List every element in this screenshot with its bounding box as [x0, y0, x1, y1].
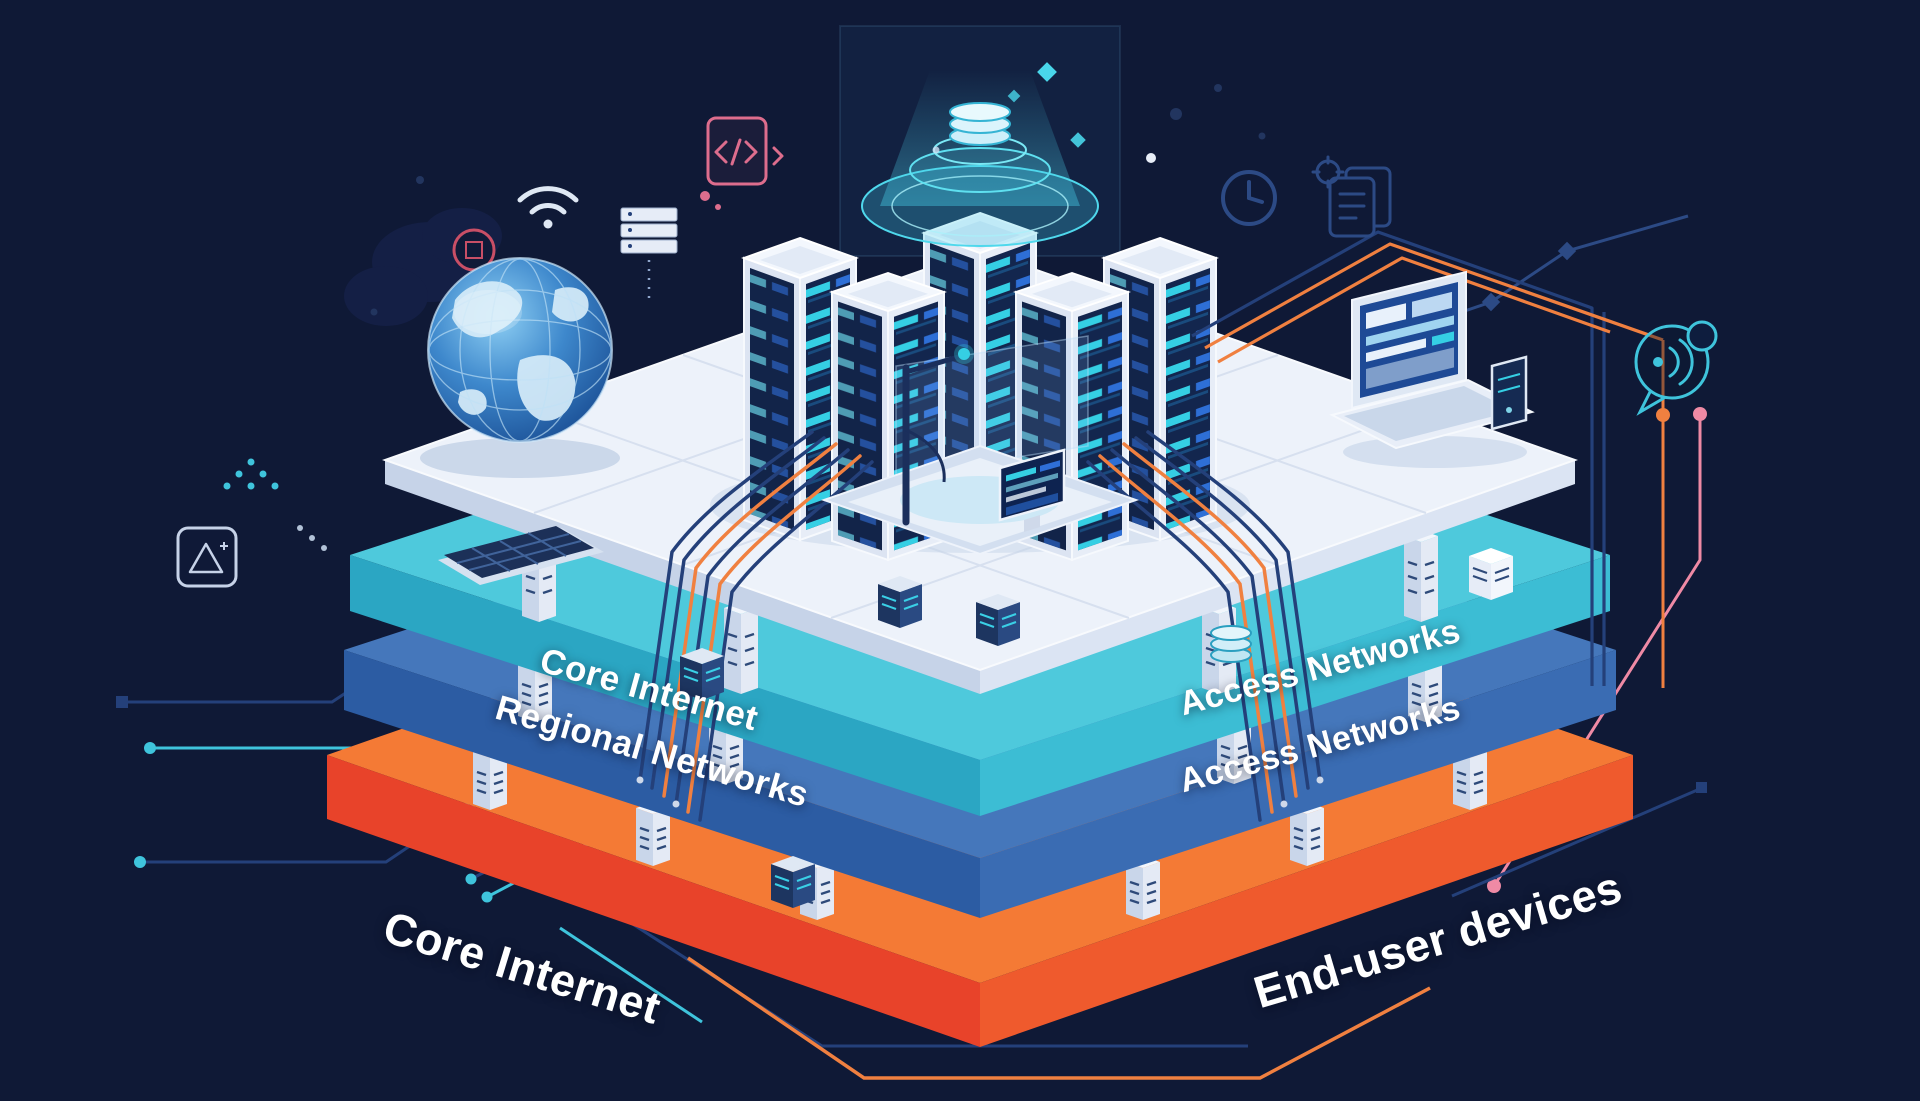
wifi-icon [517, 186, 579, 229]
monitor-icon [998, 448, 1066, 532]
left-teal-node [144, 742, 156, 754]
code-document-icon [706, 116, 784, 186]
gear-document-icon [1311, 155, 1392, 238]
prism-box-icon [176, 526, 238, 588]
chat-audio-icon [1634, 320, 1718, 416]
signal-pole [902, 344, 974, 526]
cable-bundle-left [636, 430, 874, 822]
globe-icon [427, 257, 613, 443]
right-navy-line [1451, 786, 1703, 898]
mini-server-icon [770, 855, 816, 909]
pink-node-bottom [1487, 879, 1501, 893]
globe-shadow [420, 438, 620, 478]
server-stack-icon [620, 207, 678, 302]
bottom-teal-line [559, 926, 703, 1024]
left-navy-node [116, 696, 128, 708]
cable-bundle-right [1086, 430, 1324, 822]
overhead-orange-lines [1191, 230, 1664, 686]
laptop-shadow [1343, 436, 1527, 468]
orange-node [1656, 408, 1670, 422]
globe-group [344, 208, 613, 443]
pink-node-top [1693, 407, 1707, 421]
mini-server-icon-light [1468, 547, 1514, 601]
smartphone-icon [1490, 355, 1528, 431]
clock-icon [1221, 170, 1277, 226]
hologram-icon [861, 70, 1099, 247]
mini-server-icon [877, 575, 923, 629]
left-lower-teal-node [134, 856, 146, 868]
bottom-orange-line [687, 956, 1431, 1080]
bottom-navy-line [613, 910, 1248, 1048]
laptop-icon [1329, 270, 1535, 450]
keyboard-icon [438, 526, 604, 585]
control-dais [820, 335, 1140, 647]
decor-network-lines [116, 214, 1707, 1080]
mini-server-icon [975, 593, 1021, 647]
signal-dots-icon-2 [297, 525, 327, 551]
signal-dots-icon [223, 458, 279, 490]
disc-stack-icon [1210, 625, 1252, 663]
hologram-server-discs [949, 102, 1011, 146]
